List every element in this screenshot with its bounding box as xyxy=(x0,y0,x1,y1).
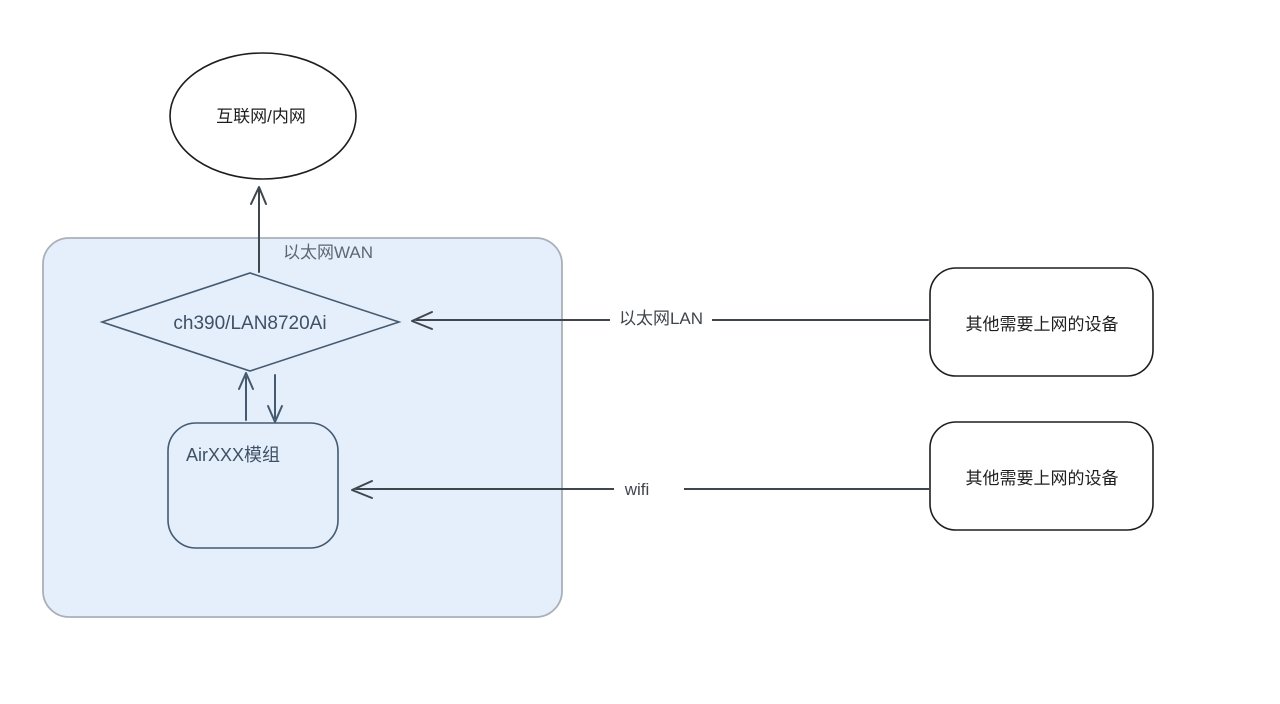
lan-device-node xyxy=(929,267,1154,377)
wan-uplink-arrow xyxy=(250,186,267,273)
eth-phy-node xyxy=(99,272,402,372)
air-module-label: AirXXX模组 xyxy=(186,445,280,465)
router-group-container xyxy=(42,237,563,618)
lan-link-arrow: 以太网LAN xyxy=(411,302,929,334)
wifi-link-label: wifi xyxy=(624,480,650,499)
module-to-phy-arrow xyxy=(238,372,254,421)
phy-to-module-arrow xyxy=(267,374,283,423)
air-module-node xyxy=(167,422,339,549)
internet-node xyxy=(169,52,357,180)
lan-link-label: 以太网LAN xyxy=(619,309,703,328)
eth-phy-label: ch390/LAN8720Ai xyxy=(173,313,326,334)
internet-node-label: 互联网/内网 xyxy=(216,107,306,126)
wifi-link-label-mask xyxy=(614,473,684,503)
wifi-link-arrow: wifi xyxy=(351,473,931,503)
wifi-device-node xyxy=(929,421,1154,531)
lan-device-label: 其他需要上网的设备 xyxy=(966,315,1119,334)
lan-link-label-mask xyxy=(610,302,712,334)
wifi-device-label: 其他需要上网的设备 xyxy=(966,469,1119,488)
router-group-label: 以太网WAN xyxy=(283,243,373,262)
